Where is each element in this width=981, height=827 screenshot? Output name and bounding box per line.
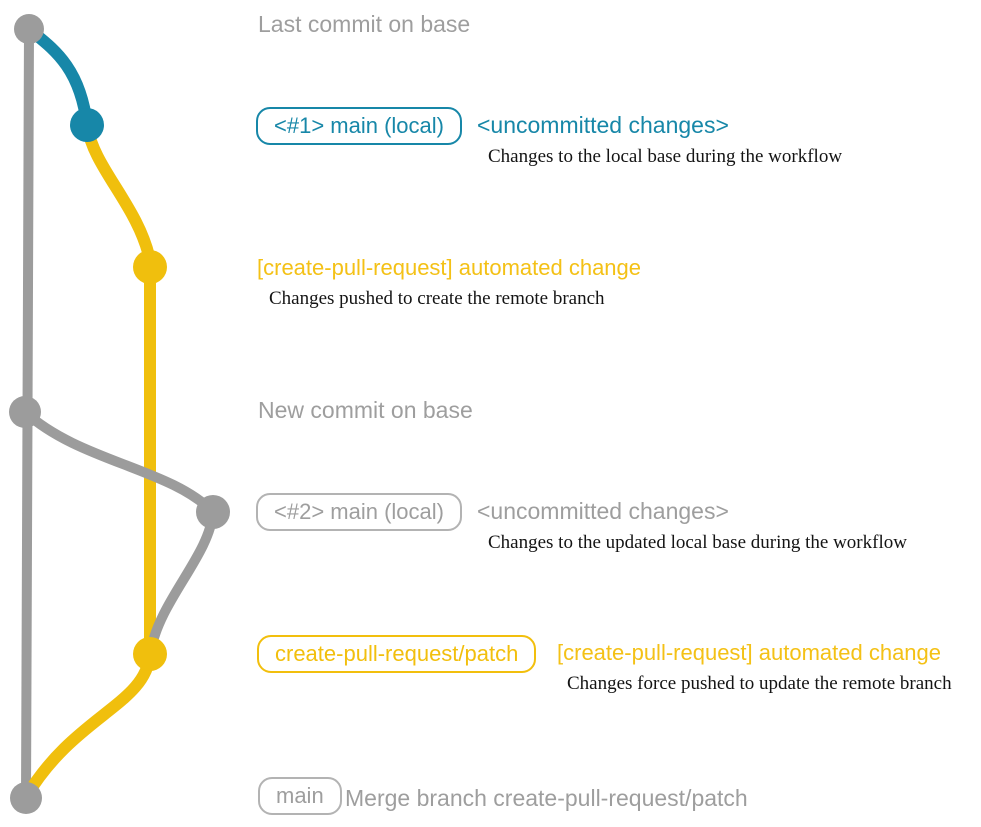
remote-branch-out-line <box>81 119 156 273</box>
commit-node-new-base <box>9 396 41 428</box>
branch-tag-main-local-1-label: <#1> main (local) <box>256 107 462 146</box>
description-automated-1: Changes pushed to create the remote bran… <box>269 288 605 309</box>
commit-node-local-uncommitted-2 <box>196 495 230 529</box>
description-uncommitted-1: Changes to the local base during the wor… <box>488 146 843 167</box>
commit-graph <box>9 14 230 814</box>
new-commit-label: New commit on base <box>258 397 473 423</box>
commit-node-automated-change-1 <box>133 250 167 284</box>
commit-message-uncommitted-1: <uncommitted changes> <box>477 112 729 138</box>
commit-node-merge <box>10 782 42 814</box>
branch-tag-main-local-2-label: <#2> main (local) <box>256 493 462 532</box>
branch-tag-patch: create-pull-request/patch <box>257 635 537 674</box>
branch-tag-patch-label: create-pull-request/patch <box>257 635 537 674</box>
description-automated-2: Changes force pushed to update the remot… <box>567 673 952 694</box>
commit-node-automated-change-2 <box>133 637 167 671</box>
merge-to-base-line <box>20 648 156 803</box>
last-commit-label: Last commit on base <box>258 11 471 37</box>
branch-tag-main-local-1: <#1> main (local) <box>256 107 462 146</box>
commit-node-local-uncommitted-1 <box>70 108 104 142</box>
commit-node-last-base <box>14 14 44 44</box>
commit-message-uncommitted-2: <uncommitted changes> <box>477 498 729 524</box>
branch-tag-main-label: main <box>258 777 342 816</box>
commit-message-automated-1: [create-pull-request] automated change <box>257 255 642 280</box>
branch-tag-main: main <box>258 777 342 816</box>
commit-message-automated-2: [create-pull-request] automated change <box>557 640 942 665</box>
updated-local-branch-in-line <box>146 507 218 655</box>
branch-tag-main-local-2: <#2> main (local) <box>256 493 462 532</box>
commit-message-merge: Merge branch create-pull-request/patch <box>345 785 748 811</box>
description-uncommitted-2: Changes to the updated local base during… <box>488 532 907 553</box>
updated-local-branch-out-line <box>20 407 218 517</box>
